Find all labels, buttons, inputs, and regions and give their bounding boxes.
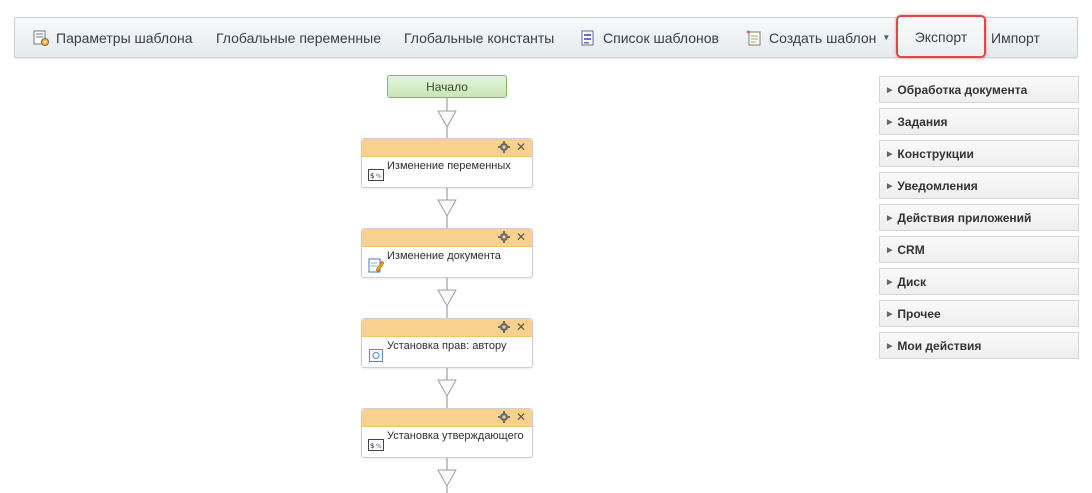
- template-list-label: Список шаблонов: [603, 29, 719, 46]
- connector-line: [446, 458, 448, 470]
- permissions-icon: [369, 349, 383, 362]
- close-icon[interactable]: ✕: [515, 410, 526, 424]
- start-node-label: Начало: [426, 79, 468, 94]
- svg-text:$: $: [370, 442, 374, 450]
- chevron-down-icon: ▼: [882, 33, 891, 42]
- chevron-right-icon: ▶: [887, 214, 893, 222]
- svg-text:%: %: [376, 443, 382, 450]
- new-template-icon: *: [746, 29, 762, 46]
- connector-line: [446, 396, 448, 408]
- global-consts-label: Глобальные константы: [404, 29, 555, 46]
- block-header: ✕: [362, 319, 532, 337]
- block-header: ✕: [362, 409, 532, 427]
- panel-group-label: Диск: [897, 274, 926, 289]
- block-label: Изменение документа: [387, 250, 501, 262]
- panel-group-notifications[interactable]: ▶ Уведомления: [879, 172, 1079, 199]
- chevron-right-icon: ▶: [887, 150, 893, 158]
- document-edit-icon: [368, 258, 384, 273]
- panel-group-label: CRM: [897, 242, 925, 257]
- start-node[interactable]: Начало: [387, 75, 507, 98]
- gear-icon[interactable]: [498, 231, 510, 243]
- svg-text:$: $: [370, 172, 374, 180]
- block-label: Установка утверждающего: [387, 430, 524, 442]
- chevron-right-icon: ▶: [887, 278, 893, 286]
- panel-group-app-actions[interactable]: ▶ Действия приложений: [879, 204, 1079, 231]
- svg-text:%: %: [376, 173, 382, 180]
- panel-group-disk[interactable]: ▶ Диск: [879, 268, 1079, 295]
- chevron-right-icon: ▶: [887, 342, 893, 350]
- panel-group-label: Уведомления: [897, 178, 978, 193]
- panel-group-crm[interactable]: ▶ CRM: [879, 236, 1079, 263]
- flow-arrow-icon: [437, 469, 457, 487]
- close-icon[interactable]: ✕: [515, 320, 526, 334]
- export-label: Экспорт: [914, 28, 968, 45]
- variables-icon: $%: [368, 169, 384, 181]
- flow-block-set-approver[interactable]: ✕ $% Установка утверждающего: [361, 408, 533, 458]
- global-consts-button[interactable]: Глобальные константы: [404, 18, 554, 57]
- chevron-right-icon: ▶: [887, 86, 893, 94]
- flow-block-change-variables[interactable]: ✕ $% Изменение переменных: [361, 138, 533, 188]
- template-list-button[interactable]: Список шаблонов: [580, 18, 719, 57]
- panel-group-label: Прочее: [897, 306, 941, 321]
- create-template-button[interactable]: * Создать шаблон ▼: [746, 18, 890, 57]
- connector-line: [446, 127, 448, 138]
- block-label: Установка прав: автору: [387, 340, 507, 352]
- panel-group-label: Задания: [897, 114, 948, 129]
- close-icon[interactable]: ✕: [515, 230, 526, 244]
- panel-group-other[interactable]: ▶ Прочее: [879, 300, 1079, 327]
- block-header: ✕: [362, 229, 532, 247]
- chevron-right-icon: ▶: [887, 182, 893, 190]
- svg-text:*: *: [746, 30, 750, 38]
- gear-icon[interactable]: [498, 141, 510, 153]
- global-vars-label: Глобальные переменные: [216, 29, 381, 46]
- panel-group-constructs[interactable]: ▶ Конструкции: [879, 140, 1079, 167]
- gear-icon[interactable]: [498, 411, 510, 423]
- connector-line: [446, 188, 448, 200]
- flow-arrow-icon: [437, 110, 457, 128]
- panel-group-label: Действия приложений: [897, 210, 1032, 225]
- template-params-button[interactable]: Параметры шаблона: [33, 18, 193, 57]
- chevron-right-icon: ▶: [887, 246, 893, 254]
- connector-line: [446, 278, 448, 290]
- flow-block-set-permissions[interactable]: ✕ Установка прав: автору: [361, 318, 533, 368]
- flow-arrow-icon: [437, 289, 457, 307]
- panel-group-document-processing[interactable]: ▶ Обработка документа: [879, 76, 1079, 103]
- template-params-label: Параметры шаблона: [56, 29, 193, 46]
- flow-arrow-icon: [437, 379, 457, 397]
- chevron-right-icon: ▶: [887, 118, 893, 126]
- block-header: ✕: [362, 139, 532, 157]
- connector-line: [446, 216, 448, 228]
- toolbar: Параметры шаблона Глобальные переменные …: [14, 15, 1078, 58]
- chevron-right-icon: ▶: [887, 310, 893, 318]
- panel-group-label: Конструкции: [897, 146, 974, 161]
- variables-icon: $%: [368, 439, 384, 451]
- connector-line: [446, 368, 448, 380]
- close-icon[interactable]: ✕: [515, 140, 526, 154]
- export-button[interactable]: Экспорт: [896, 15, 986, 58]
- gear-icon[interactable]: [498, 321, 510, 333]
- panel-group-label: Обработка документа: [897, 82, 1028, 97]
- global-vars-button[interactable]: Глобальные переменные: [216, 18, 381, 57]
- template-settings-icon: [33, 30, 49, 46]
- create-template-label: Создать шаблон: [769, 29, 877, 46]
- connector-line: [446, 306, 448, 318]
- connector-line: [446, 98, 448, 111]
- import-label: Импорт: [991, 29, 1040, 46]
- connector-line: [446, 486, 448, 493]
- import-button[interactable]: Импорт: [991, 18, 1040, 57]
- flow-arrow-icon: [437, 199, 457, 217]
- list-icon: [580, 30, 596, 46]
- flow-block-change-document[interactable]: ✕ Изменение документа: [361, 228, 533, 278]
- panel-group-tasks[interactable]: ▶ Задания: [879, 108, 1079, 135]
- panel-group-label: Мои действия: [897, 338, 982, 353]
- panel-group-my-actions[interactable]: ▶ Мои действия: [879, 332, 1079, 359]
- block-label: Изменение переменных: [387, 160, 511, 172]
